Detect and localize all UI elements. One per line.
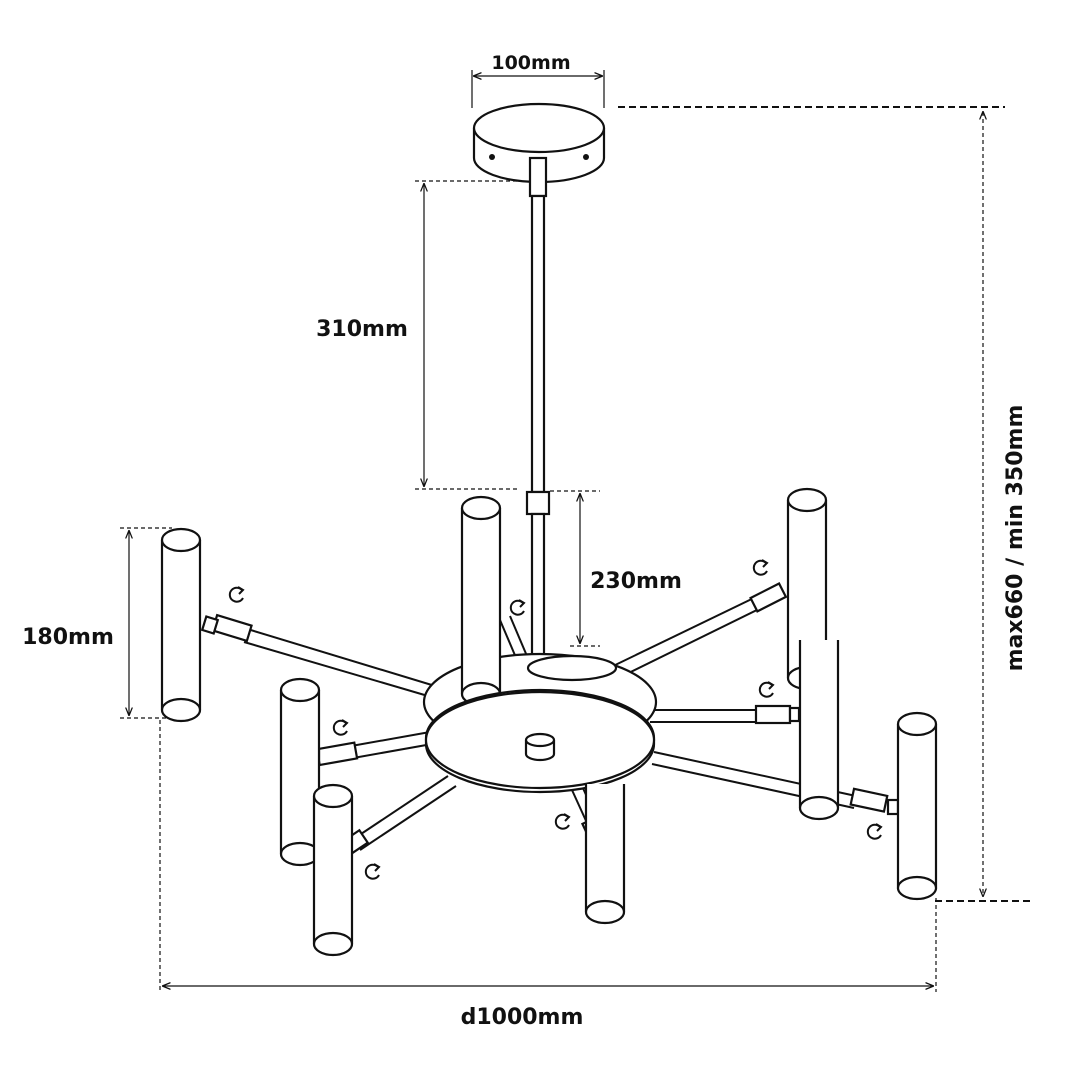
rod-length-label: 310mm [316, 317, 408, 342]
rod-length-dimension [415, 180, 520, 490]
central-disc [424, 688, 656, 794]
rotate-arrow-icon [228, 586, 244, 603]
shade-top-center [460, 495, 502, 707]
shade-left-front [312, 783, 354, 957]
rotate-arrow-icon [509, 599, 525, 616]
rotate-arrow-icon [866, 823, 882, 840]
arm-right [650, 704, 801, 725]
suspension-rod [525, 156, 551, 662]
rotate-arrow-icon [554, 813, 570, 830]
rotate-arrow-icon [332, 719, 348, 736]
rotate-arrow-icon [758, 681, 774, 698]
total-height-label: max660 / min 350mm [1003, 405, 1028, 672]
shade-far-left [160, 527, 202, 723]
shade-length-dimension [120, 527, 172, 719]
diameter-dimension [159, 720, 937, 992]
canopy-width-dimension [471, 70, 605, 108]
lower-rod-dimension [550, 490, 600, 647]
arm-front-right [651, 751, 900, 816]
rotate-arrow-icon [752, 559, 768, 576]
arm-front-left [307, 731, 433, 767]
rotate-arrow-icon [364, 863, 380, 880]
shade-bottom-center [584, 784, 626, 925]
lower-rod-label: 230mm [590, 569, 682, 594]
total-height-dimension [618, 106, 1032, 902]
shade-length-label: 180mm [22, 625, 114, 650]
canopy-width-label: 100mm [491, 52, 570, 74]
diameter-label: d1000mm [461, 1005, 584, 1030]
shade-far-right [896, 711, 938, 901]
shade-right-middle [798, 640, 840, 821]
